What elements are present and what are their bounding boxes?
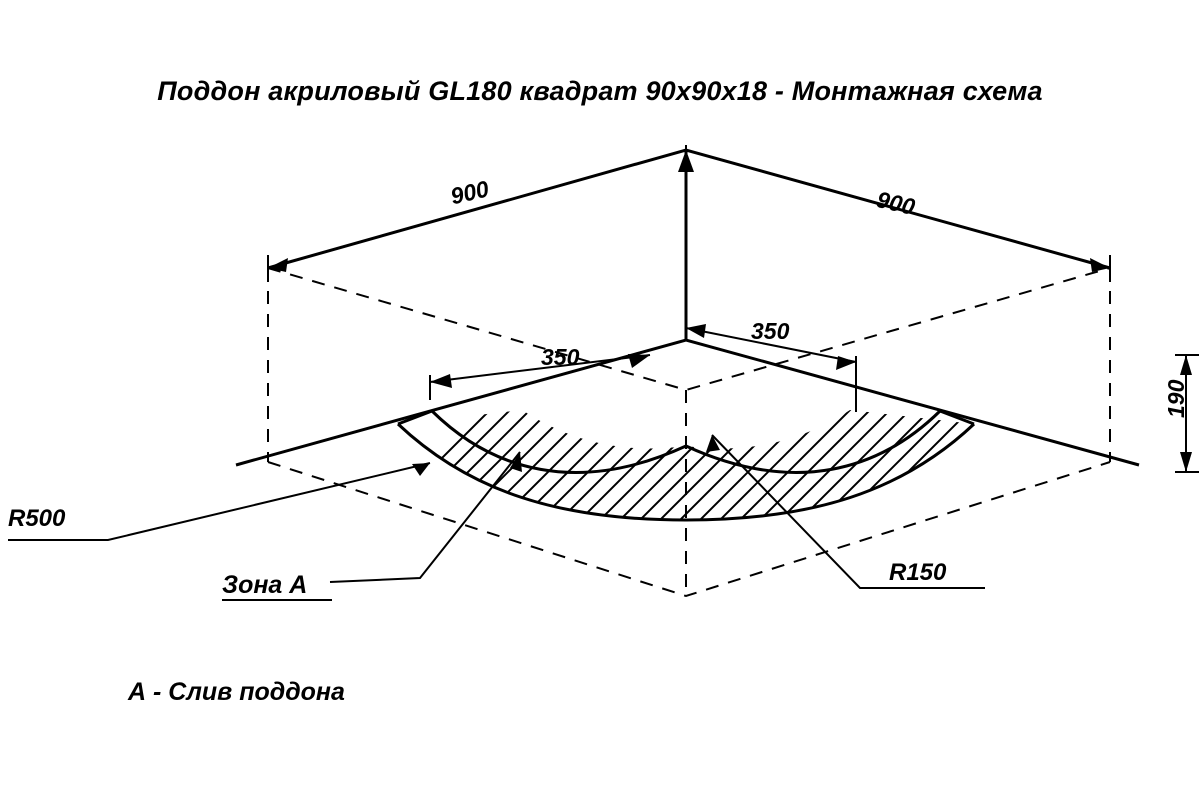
leader-lines — [8, 434, 985, 589]
dimension-lines — [267, 145, 1199, 473]
basin-curve-and-hatching — [396, 409, 976, 522]
leader-zone-a — [329, 451, 521, 583]
dim-900-left-line — [267, 149, 687, 269]
dimension-190: 190 — [1163, 379, 1189, 418]
tray-body-solid-edges — [235, 150, 1140, 467]
dim-350-right-line — [685, 327, 857, 363]
dimension-350-right: 350 — [751, 318, 790, 344]
leader-r500 — [8, 462, 431, 541]
zone-a-label: Зона А — [222, 571, 308, 599]
dashed-construction-lines — [267, 267, 1111, 598]
zone-a-legend: А - Слив поддона — [128, 678, 345, 706]
radius-label-r500: R500 — [8, 505, 66, 532]
dimension-arrowheads — [268, 150, 1192, 472]
page-title: Поддон акриловый GL180 квадрат 90x90x18 … — [157, 76, 1043, 106]
dimension-350-left: 350 — [541, 344, 580, 370]
dim-350-left-line — [429, 354, 651, 383]
radius-label-r150: R150 — [889, 559, 947, 586]
label-underlines — [8, 539, 985, 601]
dim-900-right-line — [685, 149, 1111, 269]
hatch-lines — [398, 410, 974, 520]
basin-outer-curve — [396, 422, 976, 522]
basin-inner-curve — [430, 409, 942, 474]
leader-arrowheads — [412, 435, 720, 476]
